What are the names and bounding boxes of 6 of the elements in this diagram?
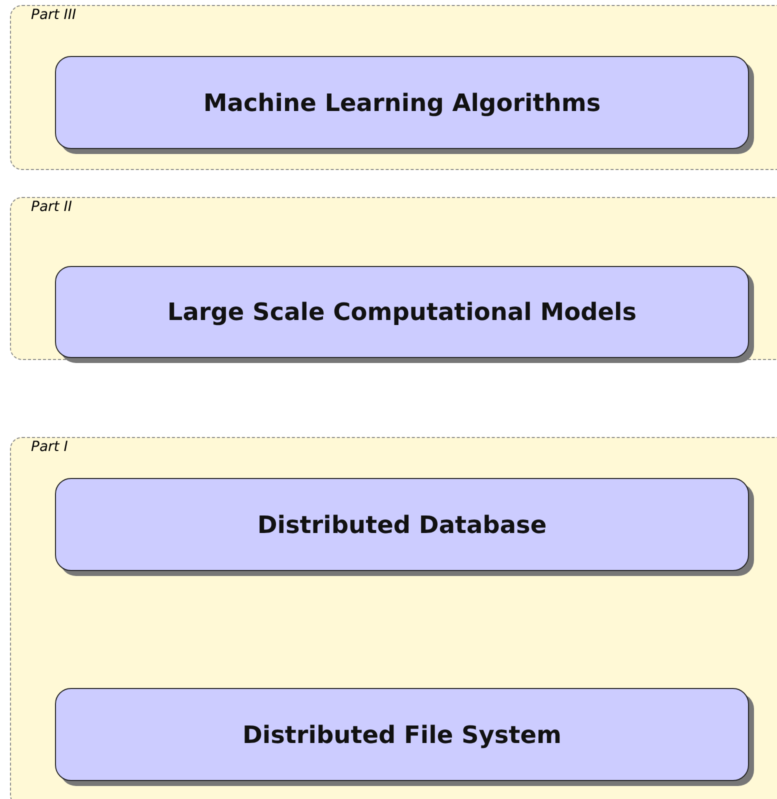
group-panel [10, 5, 777, 170]
group-heading: Part II [31, 199, 72, 215]
group-heading: Part I [31, 439, 68, 455]
group-heading: Part III [31, 7, 76, 23]
group-panel [10, 197, 777, 360]
group-panel [10, 437, 777, 799]
